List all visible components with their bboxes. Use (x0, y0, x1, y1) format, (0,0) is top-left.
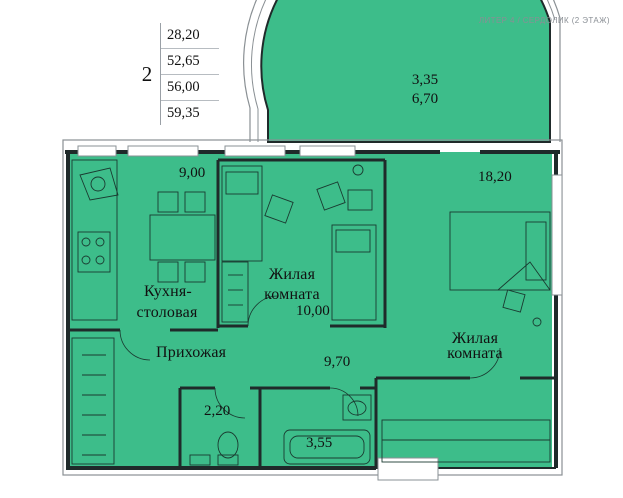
kitchen-furniture (71, 159, 216, 321)
interior-walls (68, 158, 556, 468)
bedroom2-name-line2: комната (447, 345, 503, 362)
apartment-summary: 2 28,20 52,65 56,00 59,35 (134, 23, 219, 125)
area-with-balcony-full: 59,35 (167, 105, 200, 121)
bedroom1-name-line2: комната (264, 286, 320, 303)
balcony-area-b: 6,70 (411, 91, 439, 107)
bedroom1-name-line1: Жилая (268, 266, 316, 283)
area-living: 28,20 (161, 23, 219, 49)
balcony (243, 0, 561, 143)
hallway-name: Прихожая (156, 344, 227, 361)
toilet-area: 2,20 (204, 403, 231, 419)
kitchen-name-line1: Кухня- (144, 283, 192, 300)
outer-walls (62, 139, 563, 481)
kitchen-name-line2: столовая (136, 304, 198, 321)
rooms-count: 2 (141, 61, 153, 86)
bedroom2-name-line1: Жилая (451, 330, 499, 347)
bedroom1-area: 10,00 (296, 303, 330, 319)
hallway-wardrobe (71, 337, 115, 465)
building-title: ЛИТЕР 4 / СЕРДОЛИК (2 ЭТАЖ) (478, 16, 610, 25)
kitchen-area: 9,00 (179, 165, 206, 181)
balcony-area-a: 3,35 (411, 72, 439, 88)
area-with-balcony-half: 56,00 (161, 75, 219, 101)
apartment-floor (70, 152, 552, 467)
area-total: 52,65 (161, 49, 219, 75)
hallway-area: 9,70 (324, 354, 351, 370)
bathroom-fixtures (189, 394, 372, 466)
bedroom2-area: 18,20 (478, 169, 512, 185)
door-swings (119, 295, 501, 419)
area-table: 28,20 52,65 56,00 59,35 (160, 23, 219, 125)
bedroom2-furniture (381, 211, 551, 463)
bathroom-area: 3,55 (306, 435, 333, 451)
bedroom1-furniture (221, 164, 377, 323)
